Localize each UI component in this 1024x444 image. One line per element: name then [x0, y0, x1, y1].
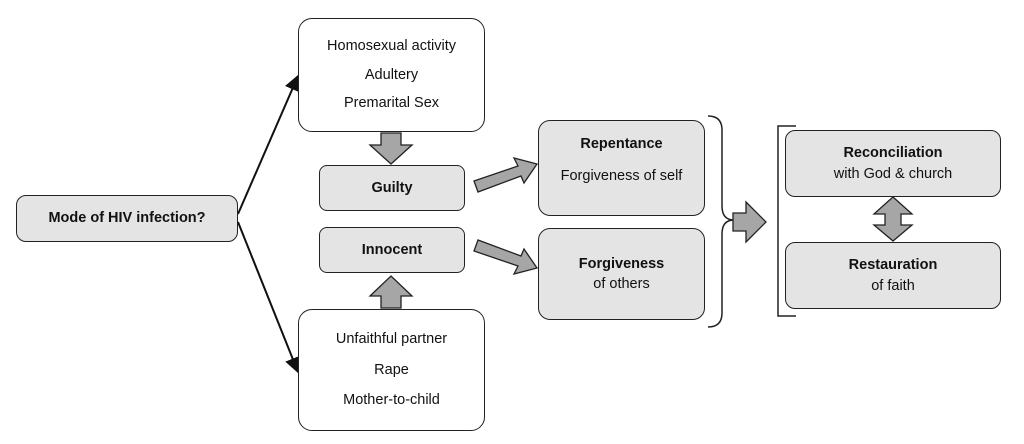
right-brace	[707, 115, 735, 328]
cause-rape: Rape	[374, 361, 409, 378]
restauration-box: Restauration of faith	[785, 242, 1001, 309]
repentance-box: Repentance Forgiveness of self	[538, 120, 705, 216]
cause-homosexual-activity: Homosexual activity	[327, 38, 456, 55]
mode-of-infection-label: Mode of HIV infection?	[48, 210, 206, 227]
arrow-mode-to-innocent-causes	[237, 221, 301, 374]
repentance-subtitle: Forgiveness of self	[560, 168, 683, 185]
mode-of-infection-box: Mode of HIV infection?	[16, 195, 238, 242]
innocent-label: Innocent	[361, 242, 423, 258]
block-arrow-up	[368, 275, 414, 309]
forgiveness-subtitle: of others	[593, 276, 650, 292]
block-arrow-innocent-to-forgiveness	[473, 239, 539, 275]
guilty-label: Guilty	[371, 179, 413, 196]
reconciliation-subtitle: with God & church	[833, 165, 953, 182]
innocent-causes-box: Unfaithful partner Rape Mother-to-child	[298, 309, 485, 431]
block-arrow-right	[732, 200, 767, 244]
restauration-subtitle: of faith	[871, 277, 915, 294]
arrow-mode-to-guilty-causes	[237, 74, 300, 215]
repentance-title: Repentance	[580, 136, 663, 152]
cause-adultery: Adultery	[364, 66, 419, 83]
block-arrow-guilty-to-repentance	[473, 157, 539, 193]
forgiveness-box: Forgiveness of others	[538, 228, 705, 320]
cause-premarital-sex: Premarital Sex	[343, 95, 440, 112]
block-arrow-down	[368, 132, 414, 165]
double-arrow-vertical	[872, 196, 914, 242]
forgiveness-title: Forgiveness	[578, 255, 665, 272]
reconciliation-title: Reconciliation	[843, 145, 943, 162]
reconciliation-box: Reconciliation with God & church	[785, 130, 1001, 197]
restauration-title: Restauration	[848, 257, 938, 274]
guilty-causes-box: Homosexual activity Adultery Premarital …	[298, 18, 485, 132]
left-bracket	[777, 125, 796, 317]
guilty-box: Guilty	[319, 165, 465, 211]
cause-mother-to-child: Mother-to-child	[343, 392, 440, 409]
cause-unfaithful-partner: Unfaithful partner	[335, 331, 448, 348]
innocent-box: Innocent	[319, 227, 465, 273]
